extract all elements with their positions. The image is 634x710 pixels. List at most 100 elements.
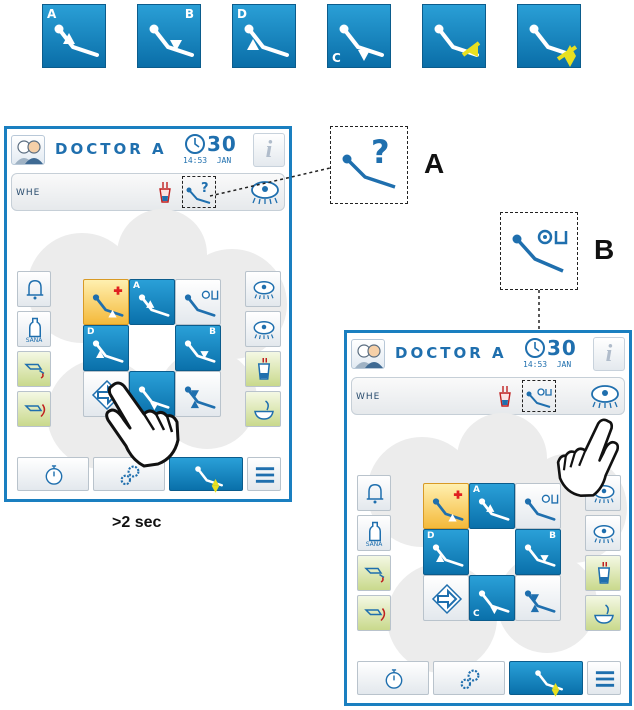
timer-button[interactable] xyxy=(17,457,89,491)
bowl-button[interactable] xyxy=(585,595,621,631)
tile-a: A xyxy=(42,4,106,68)
bottle-icon xyxy=(369,521,381,542)
bell-button[interactable] xyxy=(357,475,391,511)
time: 14:53 xyxy=(183,156,208,165)
chair-d-icon xyxy=(432,544,464,567)
position-b-button[interactable]: B xyxy=(515,529,561,575)
tile-letter: C xyxy=(332,51,341,65)
sana-button[interactable]: SANA xyxy=(357,515,391,551)
pointing-hand-icon xyxy=(556,418,620,498)
chair-a-icon xyxy=(138,294,170,317)
bottle-icon xyxy=(29,317,41,338)
hold-duration-caption: >2 sec xyxy=(112,514,162,531)
chair-d-icon xyxy=(92,340,124,363)
lamp-icon xyxy=(593,525,615,544)
tile-letter: D xyxy=(237,7,247,21)
info-button[interactable]: i xyxy=(253,133,285,167)
lamp-button[interactable] xyxy=(245,271,281,307)
chair-yellow-icon xyxy=(535,670,563,697)
bowl-button[interactable] xyxy=(245,391,281,427)
toolbar: WHE ? xyxy=(11,173,285,211)
chair-b-icon xyxy=(524,544,556,567)
chair-memory-icon[interactable] xyxy=(524,384,554,410)
avatar-button[interactable] xyxy=(11,135,45,165)
cup-icon xyxy=(257,358,271,380)
chair-memory-icon xyxy=(512,229,568,273)
hamburger-icon xyxy=(595,671,615,687)
tile-b: B xyxy=(137,4,201,68)
chair-mode-button[interactable] xyxy=(509,661,583,697)
month: JAN xyxy=(556,360,572,369)
position-d-button[interactable]: D xyxy=(83,325,129,371)
instrument-cup-icon[interactable] xyxy=(498,386,512,408)
position-c-button[interactable]: C xyxy=(469,575,515,621)
return-button[interactable] xyxy=(17,391,51,427)
rinse-button[interactable] xyxy=(17,351,51,387)
lamp-2-button[interactable] xyxy=(585,515,621,551)
position-d-button[interactable]: D xyxy=(423,529,469,575)
chair-special-icon xyxy=(524,494,559,521)
position-special-button[interactable] xyxy=(515,483,561,529)
sana-button[interactable]: SANA xyxy=(17,311,51,347)
position-special-button[interactable] xyxy=(175,279,221,325)
bell-button[interactable] xyxy=(17,271,51,307)
date-day: 30 xyxy=(207,132,237,156)
position-a-button[interactable]: A xyxy=(469,483,515,529)
user-label: WHE xyxy=(356,392,381,402)
cup-button[interactable] xyxy=(245,351,281,387)
position-last-button[interactable] xyxy=(175,371,221,417)
stopwatch-icon xyxy=(385,669,403,689)
chair-special-icon xyxy=(184,290,219,317)
cup-icon xyxy=(597,562,611,584)
settings-button[interactable] xyxy=(433,661,505,695)
time: 14:53 xyxy=(523,360,548,369)
lamp-icon[interactable] xyxy=(250,181,280,205)
chair-question-icon: ? xyxy=(342,133,396,189)
gears-icon xyxy=(120,465,140,486)
lamp-icon xyxy=(253,321,275,340)
avatar-button[interactable] xyxy=(351,339,385,369)
position-a-button[interactable]: A xyxy=(129,279,175,325)
add-position-button[interactable] xyxy=(423,483,469,529)
lamp-icon[interactable] xyxy=(590,385,620,409)
position-b-button[interactable]: B xyxy=(175,325,221,371)
tile-letter: A xyxy=(47,7,57,21)
tile-d: D xyxy=(232,4,296,68)
doctors-icon xyxy=(15,140,43,164)
tile-yellow-2 xyxy=(517,4,581,68)
callout-a: ? xyxy=(330,126,408,204)
callout-target-b xyxy=(522,380,556,412)
instrument-cup-icon[interactable] xyxy=(158,182,172,204)
header: DOCTOR A 30 14:53 JAN i xyxy=(7,129,289,171)
chair-yellow-icon xyxy=(195,466,223,493)
position-last-button[interactable] xyxy=(515,575,561,621)
position-letter: C xyxy=(473,609,480,619)
toolbar: WHE xyxy=(351,377,625,415)
menu-button[interactable] xyxy=(247,457,281,491)
chair-return-icon xyxy=(364,608,386,622)
enter-button[interactable] xyxy=(423,575,469,621)
chair-c-icon xyxy=(478,590,510,615)
tile-yellow-1 xyxy=(422,4,486,68)
doctor-name: DOCTOR A xyxy=(55,140,167,158)
chair-plus-icon xyxy=(432,490,464,522)
timer-button[interactable] xyxy=(357,661,429,695)
cup-button[interactable] xyxy=(585,555,621,591)
rinse-button[interactable] xyxy=(357,555,391,591)
menu-button[interactable] xyxy=(587,661,621,695)
stopwatch-icon xyxy=(45,465,63,485)
lamp-2-button[interactable] xyxy=(245,311,281,347)
info-button[interactable]: i xyxy=(593,337,625,371)
chair-mode-button[interactable] xyxy=(169,457,243,493)
time-month: 14:53 JAN xyxy=(523,360,571,369)
position-letter: A xyxy=(133,281,140,291)
tile-c: C xyxy=(327,4,391,68)
add-position-button[interactable] xyxy=(83,279,129,325)
chair-question-icon[interactable]: ? xyxy=(184,180,214,206)
chair-plus-icon xyxy=(92,286,124,318)
chair-return-icon xyxy=(24,404,46,418)
return-button[interactable] xyxy=(357,595,391,631)
time-month: 14:53 JAN xyxy=(183,156,231,165)
